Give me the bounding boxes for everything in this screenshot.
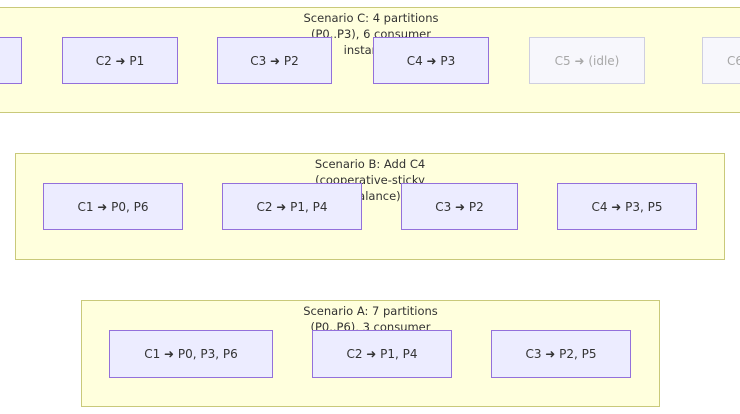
scenario-b-node-c2[interactable]: C2 ➜ P1, P4 [222, 183, 362, 230]
scenario-b-node-c3[interactable]: C3 ➜ P2 [401, 183, 518, 230]
scenario-b-node-c1[interactable]: C1 ➜ P0, P6 [43, 183, 183, 230]
scenario-c-node-c6[interactable]: C6 [702, 37, 740, 84]
scenario-c-node-c1[interactable] [0, 37, 22, 84]
scenario-b-node-c4[interactable]: C4 ➜ P3, P5 [557, 183, 697, 230]
scenario-c-node-c4[interactable]: C4 ➜ P3 [373, 37, 489, 84]
scenario-a-node-c1[interactable]: C1 ➜ P0, P3, P6 [109, 330, 273, 378]
scenario-c-node-c2[interactable]: C2 ➜ P1 [62, 37, 178, 84]
scenario-c-node-c5[interactable]: C5 ➜ (idle) [529, 37, 645, 84]
scenario-a-node-c2[interactable]: C2 ➜ P1, P4 [312, 330, 452, 378]
scenario-c-node-c3[interactable]: C3 ➜ P2 [217, 37, 332, 84]
scenario-a-node-c3[interactable]: C3 ➜ P2, P5 [491, 330, 631, 378]
